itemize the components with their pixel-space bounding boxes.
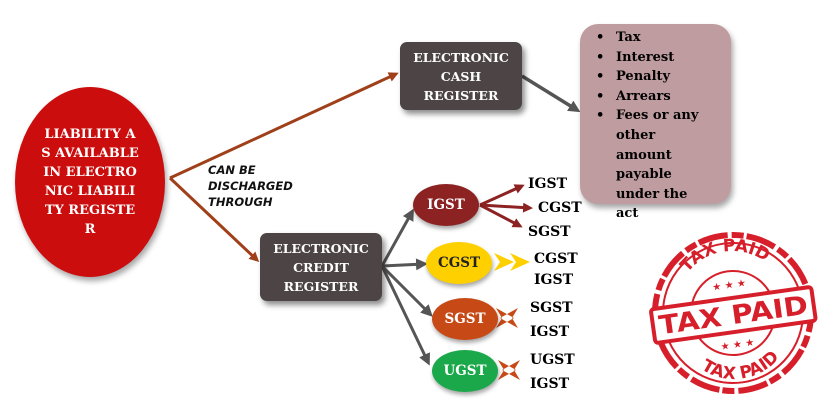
- sgst-target-igst: IGST: [530, 324, 570, 340]
- arrow-to-credit-register: [168, 176, 260, 263]
- cgst-double-arrow: [494, 253, 530, 271]
- credit-register-box: ELECTRONIC CREDIT REGISTER: [260, 233, 382, 301]
- igst-to-igst-arrow: [479, 184, 525, 207]
- cash-register-box: ELECTRONIC CASH REGISTER: [400, 42, 522, 110]
- arrow-to-fee-box: [521, 74, 581, 113]
- tax-paid-stamp: TAX PAID TAX PAID TAX PAID ★ ★ ★ ★ ★ ★: [649, 230, 818, 394]
- fee-item-tax: Tax: [596, 28, 731, 48]
- arrow-to-ugst: [380, 265, 430, 366]
- sgst-ellipse: SGST: [432, 298, 498, 340]
- svg-text:★ ★ ★: ★ ★ ★: [712, 278, 747, 294]
- ugst-target-ugst: UGST: [530, 352, 575, 368]
- sgst-target-sgst: SGST: [530, 300, 573, 316]
- igst-target-sgst: SGST: [528, 224, 571, 240]
- fee-item-penalty: Penalty: [596, 67, 731, 87]
- fee-item-arrears: Arrears: [596, 87, 731, 107]
- fee-item-other: Fees or any other amount payable under t…: [596, 106, 708, 224]
- igst-target-cgst: CGST: [538, 200, 582, 216]
- svg-text:★ ★ ★: ★ ★ ★: [720, 337, 755, 353]
- arrow-to-sgst: [380, 264, 433, 317]
- igst-ellipse: IGST: [413, 184, 479, 226]
- sgst-double-arrow: [496, 308, 518, 328]
- ugst-target-igst: IGST: [530, 376, 570, 392]
- liability-text: LIABILITY AS AVAILABLE IN ELECTRONIC LIA…: [41, 127, 139, 237]
- ugst-double-arrow: [498, 360, 520, 380]
- cgst-target-igst: IGST: [534, 272, 574, 288]
- arrow-to-igst: [380, 208, 414, 267]
- arrow-to-cash-register: [169, 72, 399, 180]
- arrow-to-cgst: [381, 258, 428, 271]
- fee-list: Tax Interest Penalty Arrears Fees or any…: [580, 28, 731, 224]
- igst-to-cgst-arrow: [479, 202, 533, 213]
- igst-target-igst: IGST: [528, 176, 568, 192]
- fee-item-interest: Interest: [596, 48, 731, 68]
- liability-circle: LIABILITY AS AVAILABLE IN ELECTRONIC LIA…: [15, 87, 165, 277]
- fee-box: Tax Interest Penalty Arrears Fees or any…: [580, 24, 731, 221]
- igst-to-sgst-arrow: [479, 203, 523, 228]
- ugst-ellipse: UGST: [432, 350, 498, 392]
- discharge-caption: CAN BE DISCHARGED THROUGH: [208, 163, 293, 209]
- cgst-target-cgst: CGST: [534, 251, 578, 267]
- cgst-ellipse: CGST: [426, 242, 492, 284]
